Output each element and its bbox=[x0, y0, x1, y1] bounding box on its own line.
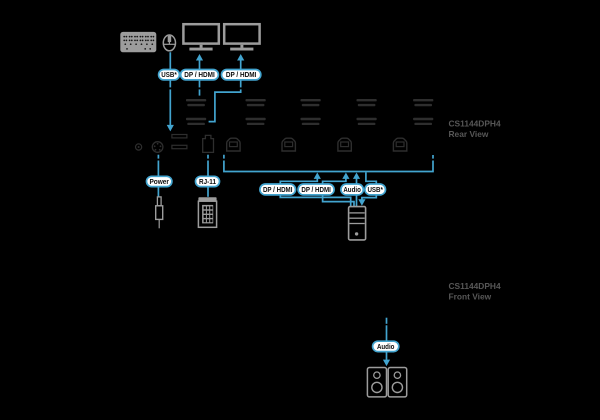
power-plug-icon bbox=[154, 196, 164, 229]
front-model-text: CS1144DPH4 bbox=[449, 281, 501, 291]
din-port bbox=[151, 141, 164, 153]
dc-jack-port bbox=[134, 143, 143, 151]
rear-model-text: CS1144DPH4 bbox=[449, 118, 501, 128]
video-port-group-4 bbox=[413, 99, 434, 125]
video-port-group-2 bbox=[300, 99, 321, 125]
cable-kvm-bus bbox=[223, 154, 434, 173]
arrow-up-monitor1-icon bbox=[195, 54, 204, 61]
console-pills: USB* DP / HDMI DP / HDMI bbox=[157, 68, 262, 81]
speakers-icon bbox=[366, 366, 408, 398]
usb-b-port-1 bbox=[226, 137, 241, 152]
svg-text:DP / HDMI: DP / HDMI bbox=[226, 72, 257, 79]
pill-front-audio: Audio bbox=[371, 340, 400, 353]
cable-monitor2 bbox=[208, 59, 242, 123]
usb-b-port-2 bbox=[281, 137, 297, 152]
usb-b-port-3 bbox=[337, 137, 352, 152]
arrow-up-pc-video2-icon bbox=[342, 172, 350, 179]
pc-pills: DP / HDMI DP / HDMI Audio USB* bbox=[259, 183, 387, 196]
speaker-right-icon bbox=[387, 366, 408, 398]
computer-icon bbox=[347, 205, 367, 241]
svg-text:DP / HDMI: DP / HDMI bbox=[184, 72, 215, 79]
monitor1-icon bbox=[182, 22, 221, 51]
svg-text:USB*: USB* bbox=[367, 187, 383, 194]
pill-pc-usb: USB* bbox=[364, 183, 387, 196]
rear-bottom-pills: Power RJ-11 bbox=[145, 175, 221, 188]
rear-chassis-top-edge bbox=[128, 87, 443, 90]
front-chassis-bottom-edge bbox=[150, 323, 440, 326]
front-view-label: CS1144DPH4 Front View bbox=[449, 281, 501, 302]
pill-pc-video1: DP / HDMI bbox=[259, 183, 297, 196]
arrow-up-pc-video1-icon bbox=[313, 172, 321, 179]
arrow-down-front-audio-icon bbox=[382, 359, 391, 367]
svg-text:Audio: Audio bbox=[377, 344, 395, 351]
rear-panel-ports bbox=[134, 99, 434, 154]
pill-pc-video2: DP / HDMI bbox=[297, 183, 335, 196]
pill-console-video2: DP / HDMI bbox=[220, 68, 262, 81]
video-port-group-3 bbox=[356, 99, 377, 125]
pill-rj11: RJ-11 bbox=[194, 175, 221, 188]
arrow-down-console-usb-icon bbox=[166, 124, 174, 132]
front-pills: Audio bbox=[371, 340, 400, 353]
video-port-group-1 bbox=[245, 99, 266, 125]
arrow-down-pc-usb-icon bbox=[358, 199, 366, 206]
mouse-icon bbox=[162, 34, 177, 52]
keyboard-icon bbox=[120, 31, 157, 53]
arrow-up-pc-audio-icon bbox=[352, 172, 361, 179]
rear-chassis-bottom-edge bbox=[128, 158, 443, 161]
monitor2-icon bbox=[222, 22, 261, 51]
svg-text:Power: Power bbox=[149, 179, 169, 186]
rear-view-text: Rear View bbox=[449, 129, 489, 139]
usb-b-port-4 bbox=[392, 137, 408, 152]
pill-console-usb: USB* bbox=[157, 68, 181, 81]
rj11-port bbox=[202, 134, 215, 154]
arrow-up-monitor2-icon bbox=[237, 54, 245, 61]
speaker-left-icon bbox=[366, 366, 388, 398]
pill-console-video1: DP / HDMI bbox=[179, 68, 220, 81]
rj11-remote-keys bbox=[203, 206, 213, 223]
svg-text:USB*: USB* bbox=[161, 72, 177, 79]
svg-text:RJ-11: RJ-11 bbox=[199, 179, 216, 186]
pill-pc-audio: Audio bbox=[340, 183, 365, 196]
video-port-group-console bbox=[186, 99, 207, 125]
rear-view-label: CS1144DPH4 Rear View bbox=[449, 118, 501, 139]
computer-power-button-icon bbox=[354, 232, 359, 236]
rj11-remote-icon bbox=[197, 197, 218, 229]
pill-power: Power bbox=[145, 175, 173, 188]
svg-text:DP / HDMI: DP / HDMI bbox=[263, 187, 293, 194]
svg-text:DP / HDMI: DP / HDMI bbox=[301, 187, 331, 194]
front-view-text: Front View bbox=[449, 291, 492, 301]
keyboard-keys bbox=[123, 35, 155, 50]
svg-text:Audio: Audio bbox=[343, 187, 361, 194]
console-usb-ports bbox=[171, 133, 188, 150]
